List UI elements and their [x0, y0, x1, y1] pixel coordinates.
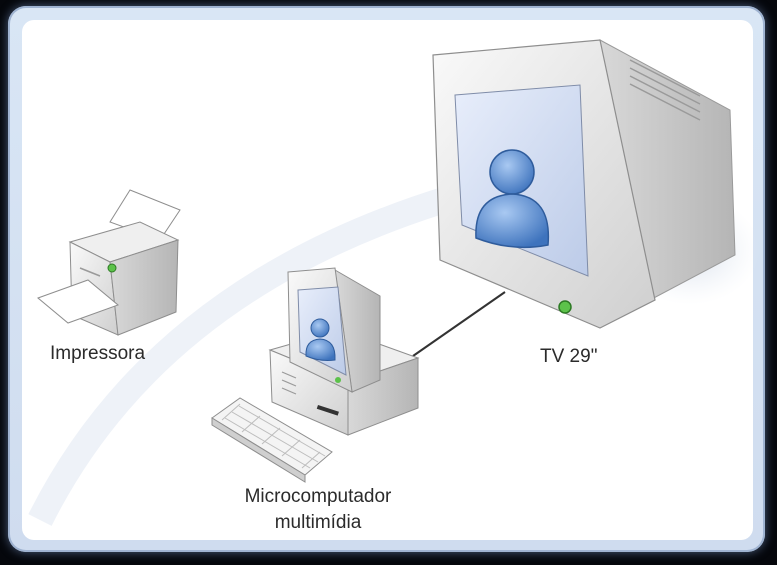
tv-label: TV 29" — [540, 346, 598, 367]
printer-label: Impressora — [50, 343, 146, 364]
computer-icon — [268, 267, 420, 436]
keyboard-icon — [211, 397, 333, 483]
tv-icon — [432, 39, 760, 329]
connection-line — [412, 291, 506, 357]
printer-icon — [37, 189, 181, 336]
computer-label-line2: multimídia — [274, 512, 362, 533]
user-avatar-icon — [475, 149, 550, 249]
computer-label-line1: Microcomputador — [244, 486, 392, 507]
